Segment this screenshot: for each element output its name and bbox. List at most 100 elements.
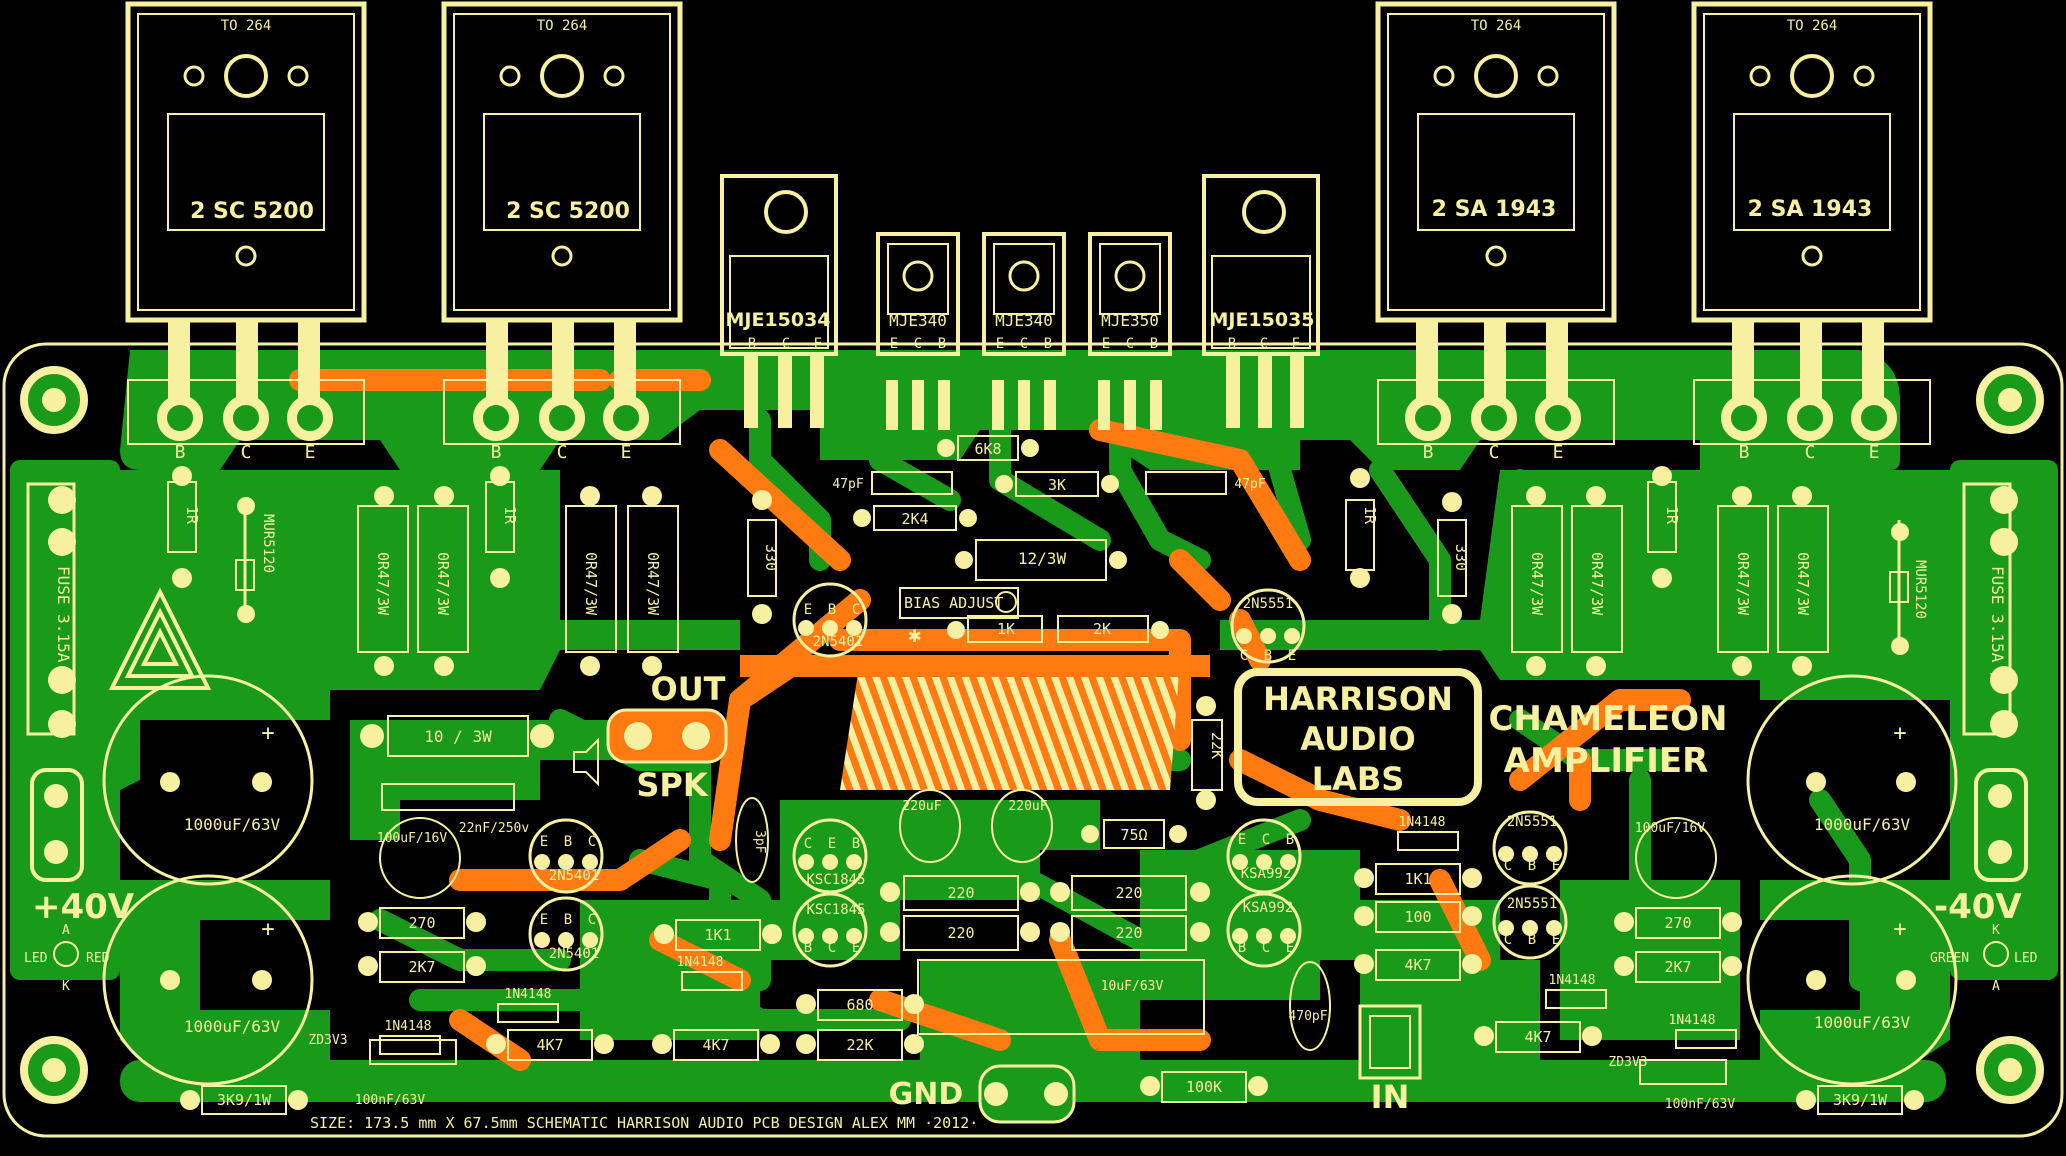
svg-text:1000uF/63V: 1000uF/63V [1814,1013,1911,1032]
svg-text:K: K [62,979,70,994]
power-footprints [127,379,1931,445]
svg-text:E: E [540,912,548,928]
svg-text:C: C [241,442,252,463]
mount-hole-bottom-left [20,1036,88,1104]
svg-text:E: E [828,836,836,852]
svg-text:2 SC 5200: 2 SC 5200 [506,199,630,224]
svg-text:E: E [814,336,822,352]
svg-text:1N4148: 1N4148 [385,1019,432,1034]
svg-text:270: 270 [408,914,435,932]
svg-text:1000uF/63V: 1000uF/63V [1814,815,1911,834]
svg-text:1R: 1R [1361,506,1379,525]
svg-text:C: C [1126,336,1134,352]
svg-text:4K7: 4K7 [1404,956,1431,974]
svg-text:47pF: 47pF [1234,477,1265,492]
svg-text:C: C [1260,336,1268,352]
mount-hole-top-right [1976,366,2044,434]
svg-text:A: A [62,923,70,938]
svg-text:B: B [1044,336,1052,352]
driver-mje15034: MJE15034 B C E [720,174,838,356]
svg-text:100nF/63V: 100nF/63V [355,1093,426,1108]
bias-heat-area [740,655,1210,790]
svg-text:+: + [261,917,274,942]
svg-text:220: 220 [1115,924,1142,942]
led-left: LED RED A K [24,923,110,994]
svg-text:22nF/250v: 22nF/250v [459,821,530,836]
svg-text:330: 330 [1452,544,1470,571]
svg-text:C: C [588,912,596,928]
svg-text:MUR5120: MUR5120 [1912,560,1928,619]
svg-text:10uF/63V: 10uF/63V [1101,979,1164,994]
svg-text:SPK: SPK [636,766,709,804]
svg-text:ZD3V3: ZD3V3 [308,1033,347,1048]
svg-text:100nF/63V: 100nF/63V [1665,1097,1736,1112]
big-capacitor-left-top: + 1000uF/63V [102,674,314,886]
svg-text:0R47/3W: 0R47/3W [1588,552,1606,616]
svg-text:E: E [890,336,898,352]
svg-text:2 SA 1943: 2 SA 1943 [1748,197,1873,222]
svg-text:OUT: OUT [650,670,725,708]
horizontal-resistor-pads [180,439,1924,1110]
svg-text:E: E [996,336,1004,352]
power-transistor-legs [168,320,1884,404]
power-connector-left [30,768,84,882]
svg-text:220uF: 220uF [1008,799,1047,814]
power-transistor-pads: B C E B C E B C E B C E [157,395,1897,463]
svg-text:C: C [914,336,922,352]
svg-text:B: B [1150,336,1158,352]
svg-text:1K1: 1K1 [704,926,731,944]
svg-text:E: E [1553,442,1564,463]
svg-text:0R47/3W: 0R47/3W [582,552,600,616]
svg-text:KSC1845: KSC1845 [806,902,865,918]
svg-text:100K: 100K [1186,1078,1222,1096]
svg-text:0R47/3W: 0R47/3W [1528,552,1546,616]
svg-text:C: C [1504,858,1512,874]
svg-text:E: E [621,442,632,463]
fuse-right: FUSE 3.15A / [1962,482,2018,738]
svg-text:MJE340: MJE340 [889,311,947,330]
fuse-left: FUSE 3.15A / [26,482,76,738]
svg-text:2K7: 2K7 [1664,958,1691,976]
svg-text:1N4148: 1N4148 [677,955,724,970]
signal-diode-labels: 1N4148 1N4148 1N4148 1N4148 1N4148 1N414… [308,815,1715,1070]
svg-text:E: E [1552,932,1560,948]
svg-text:2N5551: 2N5551 [1507,814,1558,830]
svg-text:MJE340: MJE340 [995,311,1053,330]
power-transistor-q1: TO 264 2 SC 5200 [125,1,367,323]
svg-text:0R47/3W: 0R47/3W [644,552,662,616]
svg-text:LABS: LABS [1312,760,1405,798]
svg-text:B: B [852,836,860,852]
svg-text:2N5551: 2N5551 [1243,596,1294,612]
footer-text: SIZE: 173.5 mm X 67.5mm SCHEMATIC HARRIS… [310,1114,978,1132]
svg-text:IN: IN [1371,1078,1410,1116]
svg-text:1K: 1K [997,620,1015,638]
svg-text:+: + [261,721,274,746]
svg-text:2N5401: 2N5401 [549,946,600,962]
svg-text:B: B [1238,940,1246,956]
big-capacitor-right-bottom: + 1000uF/63V [1746,874,1958,1086]
svg-text:0R47/3W: 0R47/3W [1794,552,1812,616]
svg-text:GND: GND [889,1077,964,1112]
svg-text:E: E [1292,336,1300,352]
svg-text:AMPLIFIER: AMPLIFIER [1504,741,1709,781]
svg-text:C: C [1262,832,1270,848]
svg-text:LED: LED [2014,951,2038,966]
small-transistor-labels: 2N5401 E B C 2N5401 E B C 2N5401 E B C 2… [540,596,1560,962]
svg-text:B: B [1739,442,1750,463]
horizontal-resistor-labels: 6K8 3K 2K4 12/3W 1K 2K 10 / 3W 75Ω 220 2… [217,440,1888,1109]
svg-text:1N4148: 1N4148 [1399,815,1446,830]
svg-text:2 SC 5200: 2 SC 5200 [190,199,314,224]
svg-text:LED: LED [24,951,48,966]
resistors-horizontal [201,435,1903,1115]
svg-text:E: E [1288,648,1296,664]
svg-text:ZD3V3: ZD3V3 [1608,1055,1647,1070]
big-capacitor-right-top: + 1000uF/63V [1746,674,1958,886]
svg-text:C: C [1020,336,1028,352]
diode-mur5120-right: MUR5120 [1889,520,1928,655]
svg-text:1K1: 1K1 [1404,870,1431,888]
svg-text:2K7: 2K7 [408,958,435,976]
svg-text:680: 680 [846,996,873,1014]
svg-text:B: B [1528,858,1536,874]
svg-text:B: B [1423,442,1434,463]
svg-text:B: B [491,442,502,463]
